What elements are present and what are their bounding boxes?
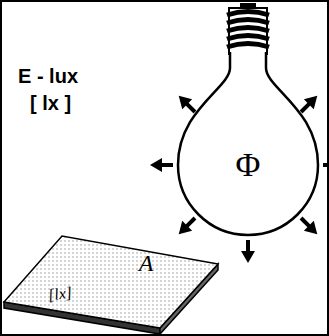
bulb-glass — [178, 52, 318, 235]
light-bulb: Φ — [165, 0, 329, 270]
bulb-thread — [227, 20, 269, 24]
bulb-thread — [227, 28, 269, 32]
bulb-thread — [227, 36, 269, 40]
ray-arrow — [323, 163, 329, 167]
bulb-outline — [165, 0, 329, 270]
flux-symbol: Φ — [236, 148, 261, 182]
ray-arrowhead — [304, 96, 317, 109]
lit-surface: A [lx] — [0, 228, 225, 336]
ray-arrowhead — [179, 96, 192, 109]
unit-label: [lx] — [47, 284, 73, 303]
area-symbol: A — [139, 251, 154, 275]
surface-face — [4, 236, 218, 328]
bulb-contact — [240, 3, 256, 9]
ray-arrowhead — [304, 221, 317, 234]
surface-outline — [0, 228, 225, 336]
quantity-label: E - lux — [18, 66, 78, 86]
ray-arrowhead — [150, 158, 162, 172]
bulb-thread — [227, 44, 269, 48]
unit-label: [ lx ] — [30, 93, 71, 113]
ray-arrowhead — [241, 251, 255, 263]
ray-arrowhead — [179, 221, 192, 234]
bulb-thread — [227, 12, 269, 16]
